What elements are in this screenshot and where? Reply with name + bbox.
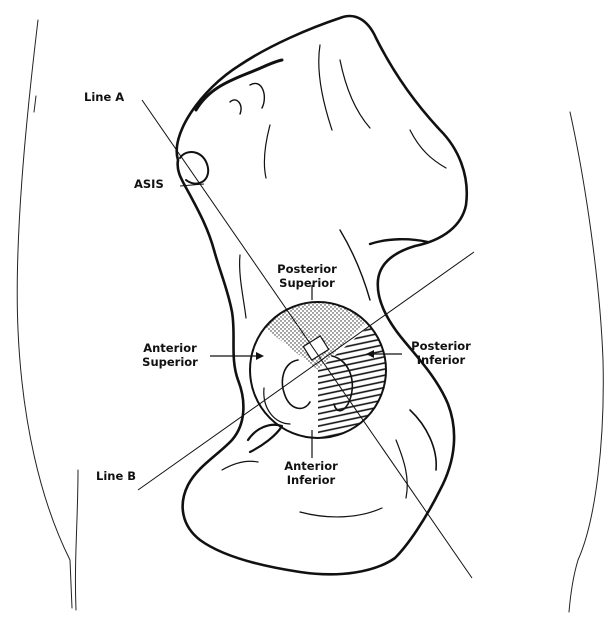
label-anterior-inferior-1: Anterior xyxy=(284,459,338,473)
label-anterior-superior-1: Anterior xyxy=(143,341,197,355)
label-posterior-superior-2: Superior xyxy=(279,276,335,290)
label-line-a: Line A xyxy=(84,90,124,104)
label-anterior-superior-2: Superior xyxy=(142,355,198,369)
label-anterior-inferior-2: Inferior xyxy=(287,473,336,487)
acetabulum xyxy=(230,280,400,440)
label-posterior-superior-1: Posterior xyxy=(277,262,337,276)
label-line-b: Line B xyxy=(96,469,136,483)
labels: Line A ASIS Posterior Superior Anterior … xyxy=(84,90,471,487)
label-posterior-inferior-2: Inferior xyxy=(417,353,466,367)
label-asis: ASIS xyxy=(134,177,164,191)
label-posterior-inferior-1: Posterior xyxy=(411,339,471,353)
pelvis-outline xyxy=(177,16,467,574)
